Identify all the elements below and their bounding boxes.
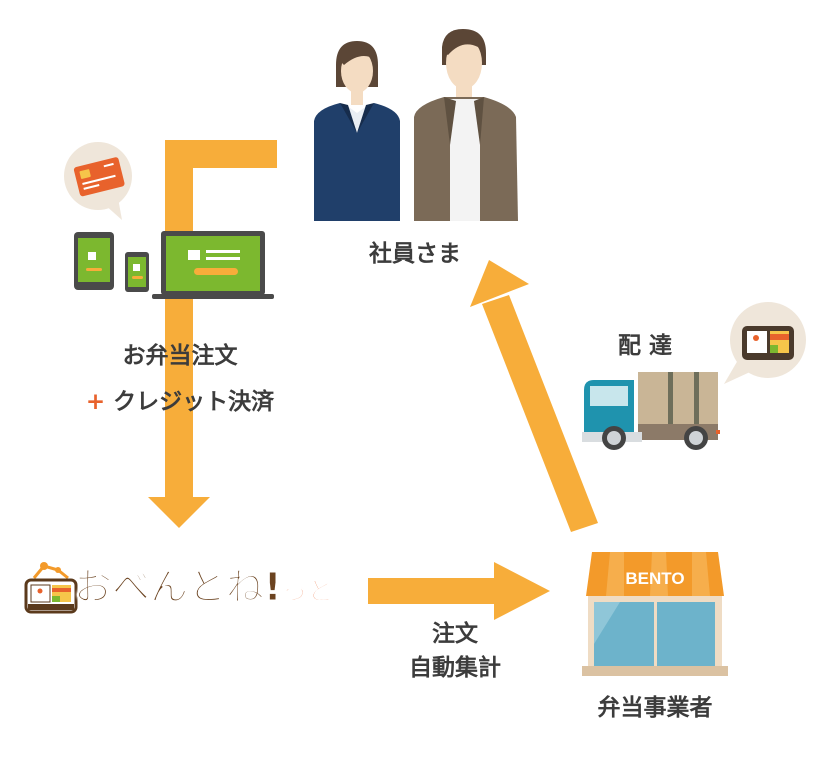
payment-text: クレジット決済 xyxy=(113,389,275,415)
edge-label-line2: 自動集計 xyxy=(409,655,501,681)
ordering-label-line1: お弁当注文 xyxy=(122,343,238,369)
bento-box-icon xyxy=(724,302,806,384)
employees-label: 社員さま xyxy=(369,241,461,267)
plus-sign: + xyxy=(85,389,106,415)
devices-icon xyxy=(74,231,274,299)
arrow-logo-to-vendor xyxy=(368,562,550,620)
delivery-label: 配 達 xyxy=(617,333,672,359)
shop-icon: BENTO xyxy=(582,552,728,676)
logo-text-sub: っと xyxy=(281,577,334,608)
service-logo: おべんとね!っと xyxy=(22,558,342,618)
bento-logo-icon xyxy=(24,562,78,614)
arrow-employees-to-logo xyxy=(148,140,277,528)
vendor-label: 弁当事業者 xyxy=(597,695,713,721)
truck-icon xyxy=(582,372,720,450)
ordering-label-line2: + クレジット決済 xyxy=(60,386,300,418)
edge-label-line1: 注文 xyxy=(432,621,478,647)
arrow-vendor-to-employees xyxy=(470,260,598,532)
logo-text-main: おべんとね! xyxy=(73,565,282,610)
credit-card-icon xyxy=(64,142,132,220)
shop-sign: BENTO xyxy=(625,569,684,588)
people-icon xyxy=(314,29,518,221)
